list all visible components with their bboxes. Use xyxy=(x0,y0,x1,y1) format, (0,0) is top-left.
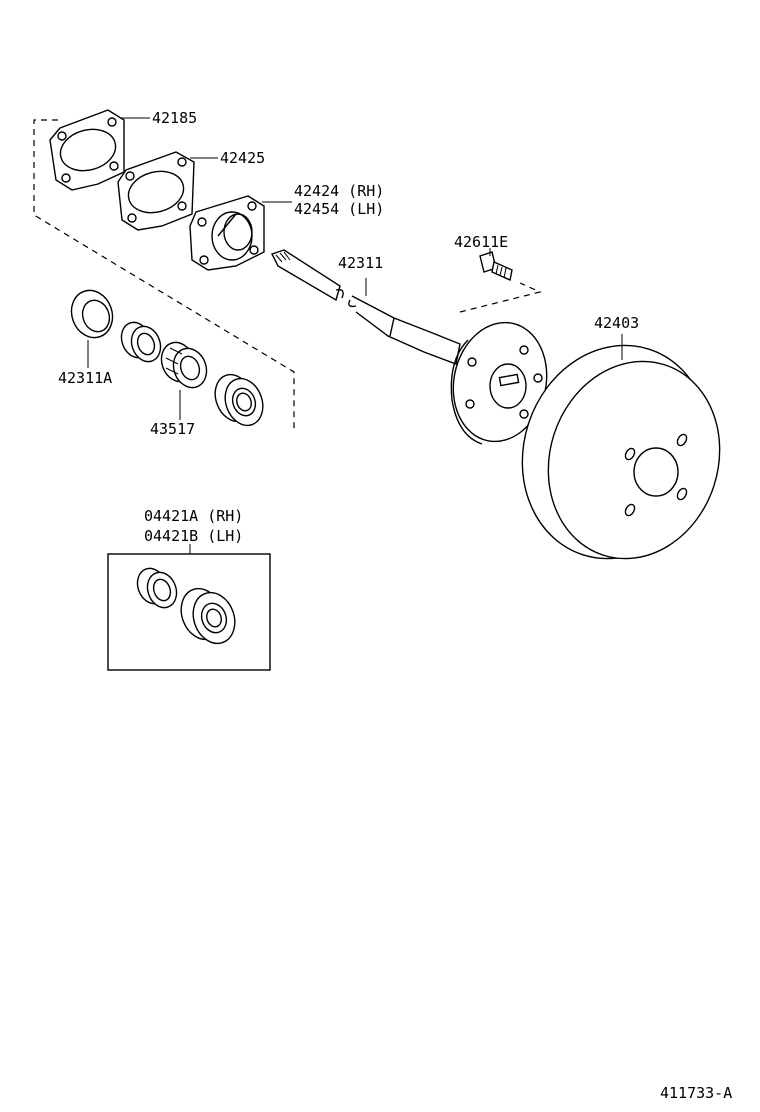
label-42311: 42311 xyxy=(338,254,383,272)
gasket-42185[interactable] xyxy=(49,109,150,191)
label-42611e: 42611E xyxy=(454,233,508,251)
rear-axle-bearing[interactable] xyxy=(209,369,269,430)
label-42185: 42185 xyxy=(152,109,197,127)
figure-code: 411733-A xyxy=(660,1084,732,1102)
label-42425: 42425 xyxy=(220,149,265,167)
retainer-ring-43517[interactable] xyxy=(156,338,212,420)
assembly-bracket xyxy=(33,119,542,432)
bearing-kit-04421[interactable] xyxy=(107,544,271,671)
label-42424-rh: 42424 (RH) xyxy=(294,182,384,200)
label-42454-lh: 42454 (LH) xyxy=(294,200,384,218)
hub-bolt-42611e[interactable] xyxy=(479,248,513,281)
label-04421a-rh: 04421A (RH) xyxy=(144,507,243,525)
oil-seal-42311a[interactable] xyxy=(65,285,119,368)
label-42403: 42403 xyxy=(594,314,639,332)
label-04421b-lh: 04421B (LH) xyxy=(144,527,243,545)
gasket-42425[interactable] xyxy=(117,151,218,231)
label-42311a: 42311A xyxy=(58,369,112,387)
label-43517: 43517 xyxy=(150,420,195,438)
brake-drum-42403[interactable] xyxy=(495,321,745,583)
retainer-plate-42424[interactable] xyxy=(189,195,292,271)
bearing-race[interactable] xyxy=(117,318,166,365)
